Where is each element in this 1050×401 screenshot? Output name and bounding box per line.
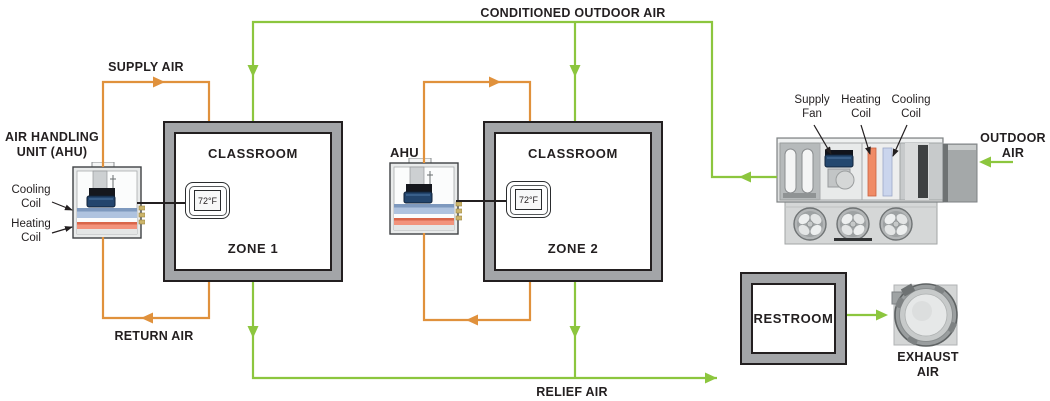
label-air-handling-unit-1: AIR HANDLING UNIT (AHU) [5, 130, 99, 159]
restroom-title: RESTROOM [753, 311, 834, 326]
condenser-fan-icon [879, 207, 913, 241]
label-cooling-coil-rtu: Cooling Coil [891, 94, 931, 120]
label-return-air-zone1: RETURN AIR [114, 329, 194, 343]
flow-line-conditioned-outdoor-air [251, 20, 777, 179]
thermostat-zone2-display: 72°F [515, 189, 542, 210]
classroom-zone2-zone-label: ZONE 2 [547, 241, 599, 256]
flow-line-supply-air-zone1 [101, 76, 211, 167]
thermostat-zone1: 72°F [185, 182, 230, 219]
flow-arrow-outdoor-air [979, 156, 1013, 168]
restroom-interior: RESTROOM [751, 283, 836, 354]
condenser-fan-icon [793, 207, 827, 241]
thermostat-zone1-display: 72°F [194, 190, 221, 211]
restroom-box: RESTROOM [740, 272, 847, 365]
flow-arrows-conditioned-outdoor-air [247, 65, 751, 183]
flow-line-supply-air-zone2 [422, 76, 532, 163]
pointer-heating-coil-ahu1 [51, 226, 73, 234]
label-supply-air-zone1: SUPPLY AIR [108, 60, 184, 74]
classroom-zone2-title: CLASSROOM [528, 146, 618, 161]
flow-line-relief-air [251, 282, 717, 380]
flow-arrows-relief-air [247, 326, 717, 384]
exhaust-fan-icon [891, 283, 958, 347]
label-exhaust-air: EXHAUST AIR [897, 350, 959, 379]
flow-line-exhaust-air [847, 309, 888, 321]
pointer-cooling-coil-rtu [892, 124, 908, 157]
label-air-handling-unit-2: AHU [390, 145, 419, 160]
label-relief-air: RELIEF AIR [536, 385, 608, 399]
condenser-fan-icon [836, 207, 870, 241]
pointer-heating-coil-rtu [860, 124, 871, 155]
label-cooling-coil-ahu1: Cooling Coil [11, 184, 51, 210]
thermostat-zone2: 72°F [506, 181, 551, 218]
air-handling-unit-1-graphic [72, 162, 145, 239]
air-handling-unit-2-graphic [389, 158, 462, 235]
label-outdoor-air: OUTDOOR AIR [980, 131, 1046, 160]
label-conditioned-outdoor-air: CONDITIONED OUTDOOR AIR [480, 6, 666, 20]
pointer-cooling-coil-ahu1 [51, 201, 73, 211]
classroom-zone1-zone-label: ZONE 1 [227, 241, 279, 256]
classroom-zone1-title: CLASSROOM [208, 146, 298, 161]
flow-line-return-air-zone1 [101, 237, 211, 324]
flow-line-return-air-zone2 [422, 233, 532, 326]
label-heating-coil-ahu1: Heating Coil [11, 218, 51, 244]
pointer-supply-fan-rtu [813, 124, 832, 155]
label-supply-fan-rtu: Supply Fan [794, 94, 830, 120]
label-heating-coil-rtu: Heating Coil [841, 94, 881, 120]
classroom-zone1-box: CLASSROOM ZONE 1 [163, 121, 343, 282]
